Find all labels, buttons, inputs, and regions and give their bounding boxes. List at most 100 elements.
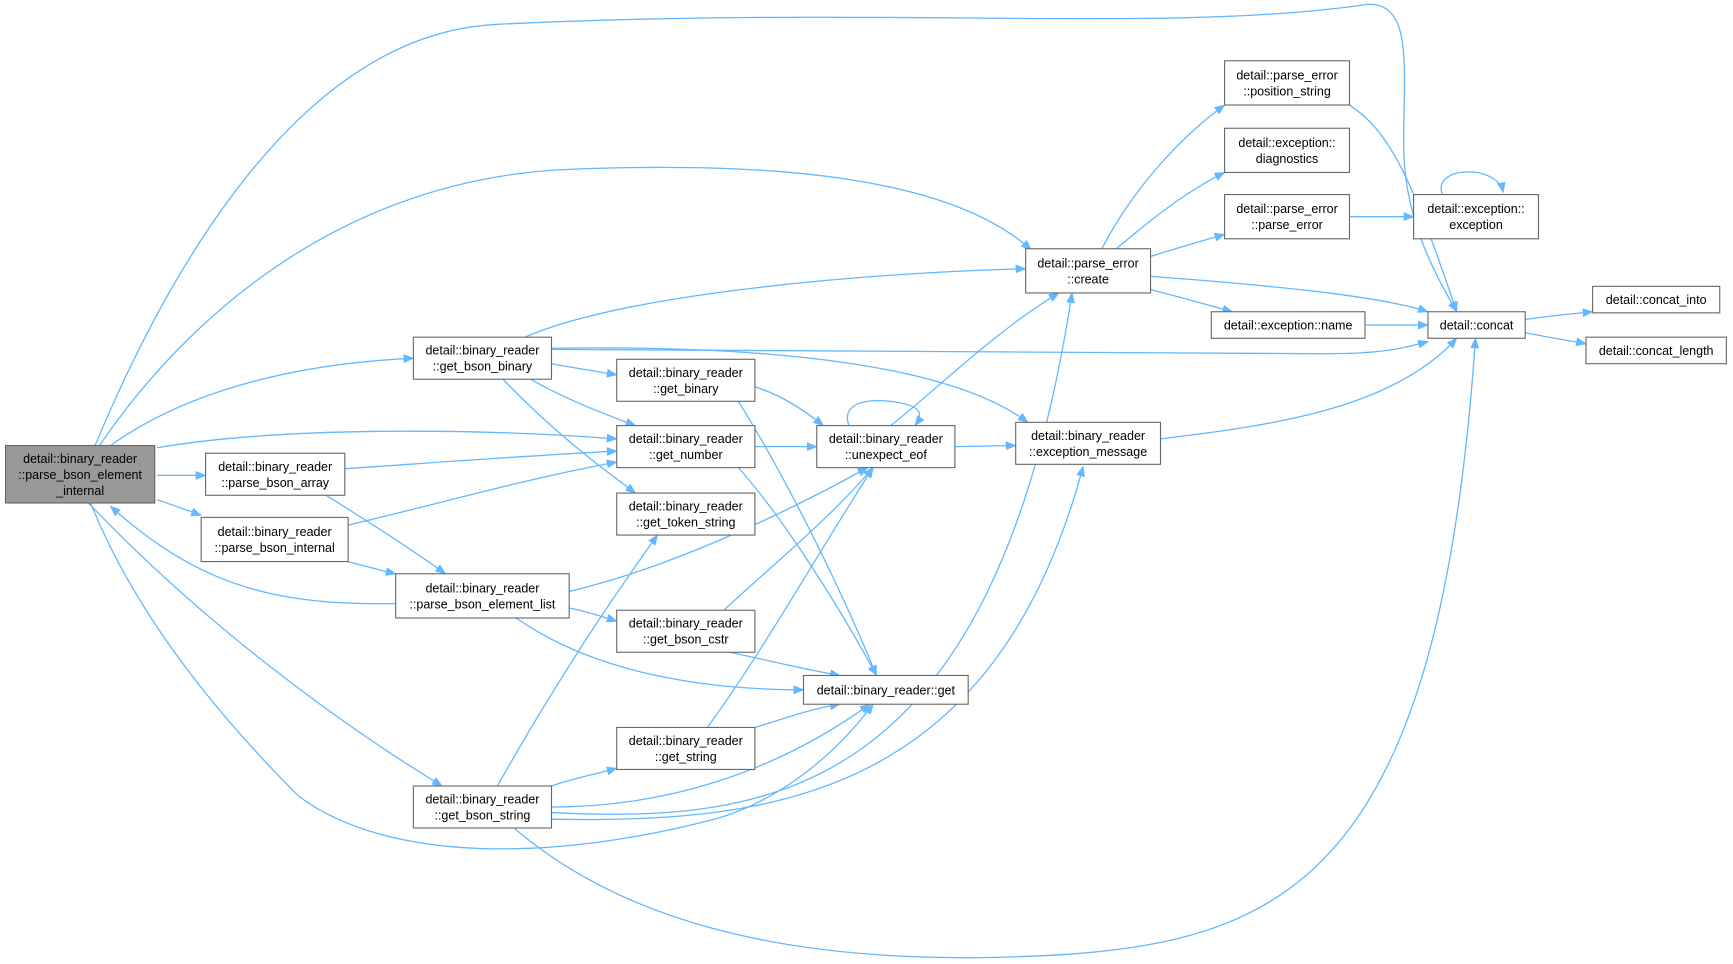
edge-get_bson_binary-concat [552,339,1430,354]
node-label-line: _internal [55,484,104,498]
node-label-line: detail::binary_reader [1031,429,1145,443]
node-label-line: detail::binary_reader [425,581,539,595]
node-parse-bson-element-list[interactable]: detail::binary_reader::parse_bson_elemen… [395,573,570,619]
edge-line [348,459,618,525]
edge-parse_bson_array-element_list [326,495,447,575]
node-parse-bson-array[interactable]: detail::binary_reader::parse_bson_array [205,452,346,496]
node-pe-create[interactable]: detail::parse_error::create [1025,248,1152,294]
edge-root-get_bson_binary [111,354,415,445]
node-exception-name[interactable]: detail::exception::name [1210,311,1366,339]
edge-position_string-concat [1349,105,1458,313]
node-label-line: ::parse_error [1251,218,1323,232]
edge-get_bson_binary-get_binary [552,364,618,378]
edge-line [755,387,825,427]
edge-line [99,167,1032,445]
edge-line [1525,333,1588,347]
node-get-number[interactable]: detail::binary_reader::get_number [616,425,756,469]
edge-line [531,379,637,427]
edge-line [88,503,444,786]
edge-line [157,500,203,517]
node-label-line: ::get_binary [653,382,719,396]
node-box [1210,311,1366,339]
node-position-string[interactable]: detail::parse_error::position_string [1224,60,1351,106]
node-get-string[interactable]: detail::binary_reader::get_string [616,726,756,770]
node-label-line: detail::binary_reader::get [817,683,956,697]
edge-exception_message-concat [1160,337,1458,439]
node-label-line: detail::exception:: [1427,202,1524,216]
edge-get_bson_cstr-get [729,652,842,679]
node-label-line: ::get_bson_string [434,809,530,823]
node-box [4,444,156,504]
node-box [205,452,346,496]
node-box [816,425,956,469]
node-parse-error-ctor[interactable]: detail::parse_error::parse_error [1224,194,1351,240]
node-label-line: detail::exception:: [1238,136,1335,150]
node-get-bson-binary[interactable]: detail::binary_reader::get_bson_binary [412,336,553,380]
edge-line [891,293,1060,426]
edge-concat-concat_into [1525,308,1594,320]
node-label-line: detail::concat_into [1606,293,1707,307]
node-parse-bson-internal[interactable]: detail::binary_reader::parse_bson_intern… [200,516,349,563]
edge-get_bson_binary-get_token_string [503,379,637,494]
node-label-line: detail::binary_reader [629,432,743,446]
node-unexpect-eof[interactable]: detail::binary_reader::unexpect_eof [816,425,956,469]
edge-line [497,534,659,786]
edge-root-concat [95,4,1457,445]
node-label-line: exception [1449,218,1503,232]
node-label-line: detail::binary_reader [629,734,743,748]
edge-get_number-get [738,468,876,677]
edge-line [157,431,618,448]
edges [88,4,1594,957]
node-box [395,573,570,619]
node-concat-length[interactable]: detail::concat_length [1585,336,1727,365]
node-box [1413,194,1540,240]
node-box [1224,127,1351,174]
edge-line [729,652,842,679]
node-get-binary[interactable]: detail::binary_reader::get_binary [616,358,756,402]
node-label-line: ::create [1067,272,1109,286]
node-box [616,425,756,469]
node-box [1224,194,1351,240]
node-label-line: detail::parse_error [1037,256,1138,270]
edge-line [111,354,415,445]
node-label-line: detail::binary_reader [218,460,332,474]
node-exception-ctor[interactable]: detail::exception::exception [1413,194,1540,240]
node-get-bson-cstr[interactable]: detail::binary_reader::get_bson_cstr [616,609,756,653]
node-get-token-string[interactable]: detail::binary_reader::get_token_string [616,492,756,536]
edge-exception_ctor-self [1441,172,1506,195]
node-label-line: ::get_number [649,448,723,462]
node-get[interactable]: detail::binary_reader::get [802,674,969,705]
edge-root-pe_create [99,167,1032,445]
edge-get_bson_binary-get_number [531,379,637,427]
node-box [1592,285,1721,314]
nodes: detail::binary_reader::parse_bson_elemen… [4,60,1727,829]
edge-get_binary-get [738,401,876,677]
node-concat-into[interactable]: detail::concat_into [1592,285,1721,314]
edge-pe_create-parse_error_ctor [1151,232,1226,256]
node-label-line: ::unexpect_eof [845,448,928,462]
node-label-line: detail::concat [1440,319,1514,333]
edge-line [552,766,618,786]
edge-line [345,447,618,469]
node-root[interactable]: detail::binary_reader::parse_bson_elemen… [4,444,156,504]
edge-get_bson_string-concat [514,337,1480,957]
edge-parse_bson_internal-element_list [348,562,397,576]
edge-line [569,608,618,623]
edge-get_string-get [755,701,842,727]
edge-line [552,703,871,807]
node-label-line: detail::concat_length [1599,344,1714,358]
node-exception-message[interactable]: detail::binary_reader::exception_message [1015,421,1162,465]
edge-line [552,348,1029,423]
edge-get_bson_cstr-unexpect_eof [724,466,874,611]
edge-pe_create-exception_name [1151,290,1234,314]
edge-line [109,505,396,603]
edge-get_bson_string-get_string [552,766,618,786]
node-diagnostics[interactable]: detail::exception::diagnostics [1224,127,1351,174]
node-label-line: ::get_bson_cstr [643,633,728,647]
node-concat[interactable]: detail::concat [1427,311,1526,339]
node-label-line: detail::binary_reader [425,793,539,807]
edge-line [755,701,842,727]
node-get-bson-string[interactable]: detail::binary_reader::get_bson_string [412,785,553,829]
edge-line [1441,172,1506,195]
